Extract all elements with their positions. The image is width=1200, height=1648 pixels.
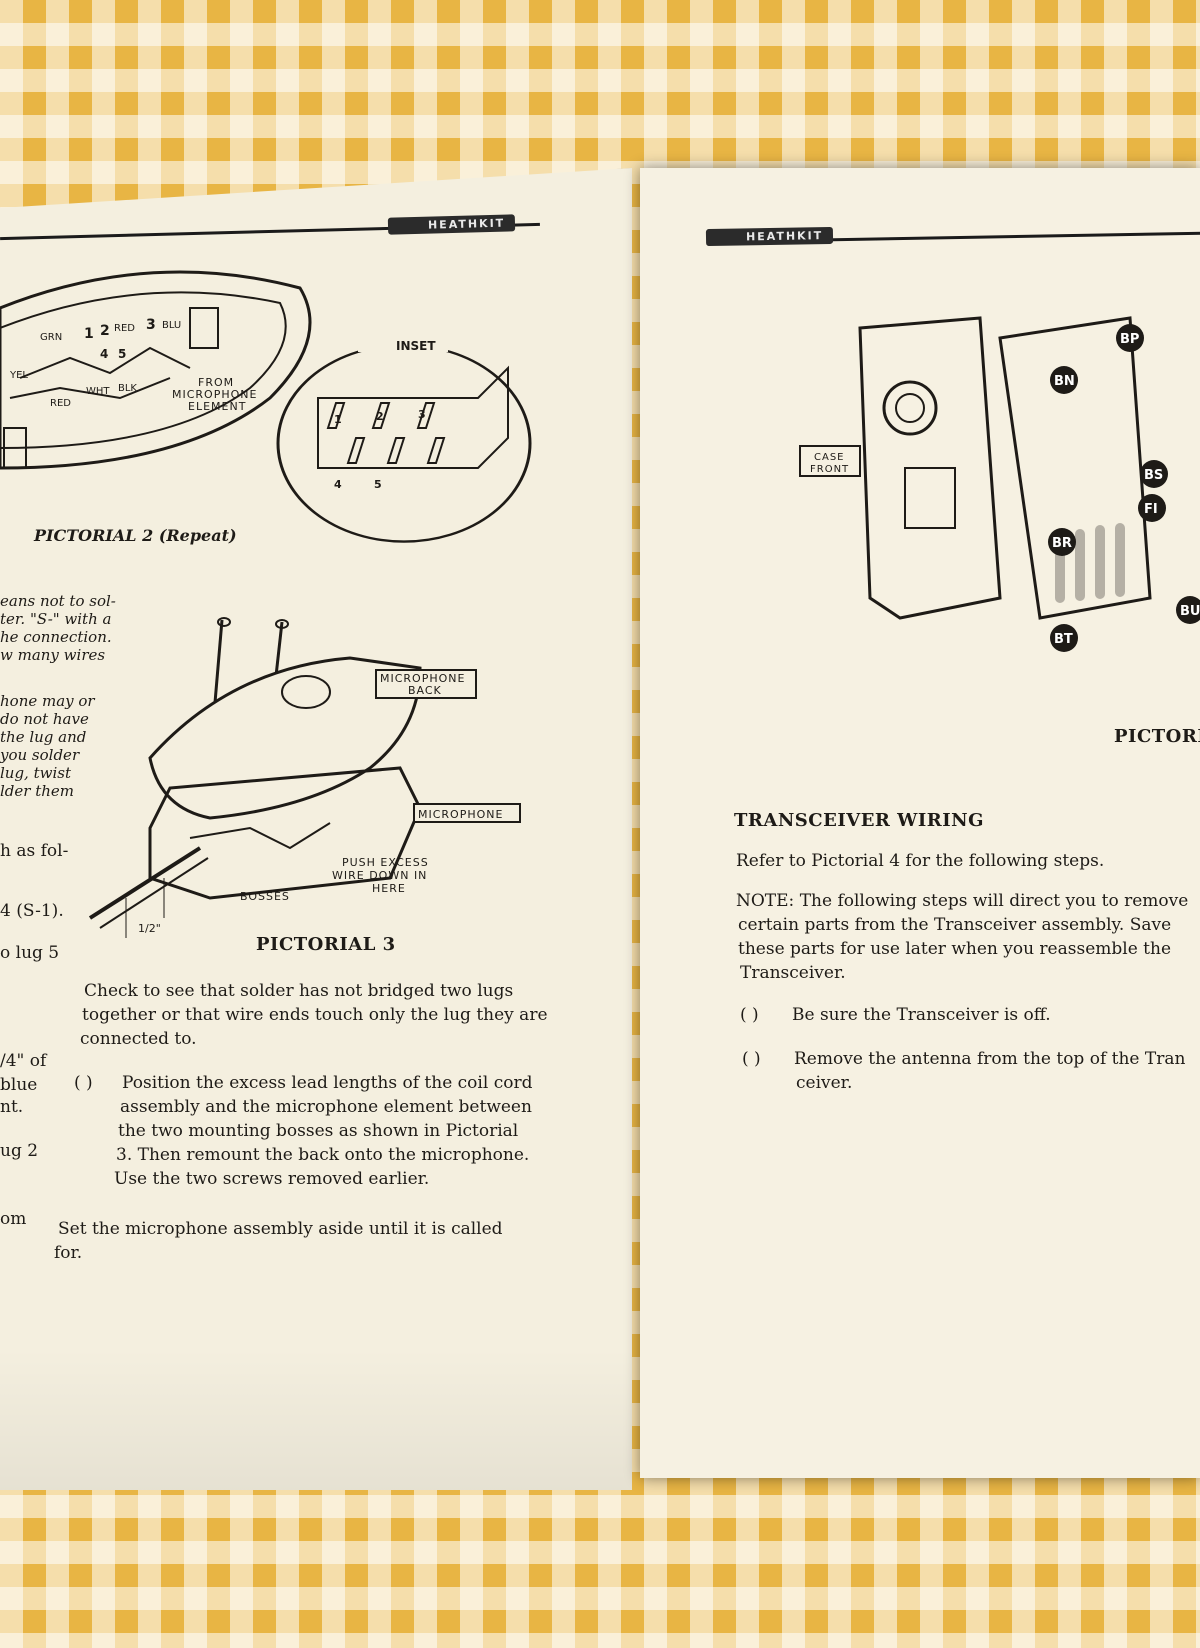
inset-lug-3: 3 <box>418 408 426 421</box>
checkbox-position-step[interactable]: ( ) <box>74 1073 93 1093</box>
inset-lug-1: 1 <box>334 413 342 426</box>
part-label-bt: BT <box>1054 632 1073 647</box>
label-microphone: MICROPHONE <box>418 808 503 821</box>
checkbox-step-2[interactable]: ( ) <box>742 1049 761 1069</box>
lug-label-3: 3 <box>146 317 156 333</box>
margin-fragment: do not have <box>0 710 89 728</box>
wire-label-red: RED <box>114 323 135 334</box>
margin-fragment: 4 (S-1). <box>0 901 64 921</box>
part-label-bu: BU <box>1180 604 1200 619</box>
wire-label-blu: BLU <box>162 320 181 331</box>
label-dimension: 1/2" <box>138 922 161 935</box>
set-aside-line: for. <box>54 1243 83 1263</box>
from-label-element: ELEMENT <box>188 400 246 413</box>
heathkit-logo: HEATHKIT <box>387 214 516 235</box>
margin-fragment: he connection. <box>0 628 112 646</box>
position-step-line: 3. Then remount the back onto the microp… <box>116 1145 530 1165</box>
heathkit-logo: HEATHKIT <box>705 226 834 247</box>
margin-fragment: the lug and <box>0 728 87 746</box>
label-push-excess: PUSH EXCESS <box>342 856 429 869</box>
from-label: FROM <box>198 376 234 389</box>
label-bosses: BOSSES <box>240 890 290 903</box>
part-label-fi: FI <box>1144 502 1158 517</box>
wire-label-yel: YEL <box>9 370 28 381</box>
inset-drawing: INSET 1 2 3 4 5 <box>276 336 532 543</box>
part-label-bn: BN <box>1054 374 1075 389</box>
margin-fragment: nt. <box>0 1097 24 1117</box>
refer-text: Refer to Pictorial 4 for the following s… <box>736 851 1105 871</box>
margin-fragment: /4" of <box>0 1051 47 1071</box>
right-manual-page: HEATHKIT CASE FRONT BP BN BS FI BR BT BU… <box>640 168 1200 1478</box>
wire-label-wht: WHT <box>86 386 110 397</box>
lug-label-1: 1 <box>84 326 94 342</box>
from-label-microphone: MICROPHONE <box>172 388 257 401</box>
inset-label: INSET <box>396 339 436 353</box>
margin-fragment: lug, twist <box>0 764 71 782</box>
inset-lug-4: 4 <box>334 478 342 491</box>
note-line: these parts for use later when you reass… <box>738 939 1172 959</box>
position-step-line: the two mounting bosses as shown in Pict… <box>118 1121 519 1141</box>
pictorial-4-drawing: CASE FRONT BP BN BS FI BR BT BU <box>799 316 1200 652</box>
page-shadow <box>0 1348 632 1490</box>
position-step-line: assembly and the microphone element betw… <box>120 1097 532 1117</box>
checkbox-step-1[interactable]: ( ) <box>740 1005 759 1025</box>
note-line: Transceiver. <box>740 963 846 983</box>
step-1-text: Be sure the Transceiver is off. <box>792 1005 1051 1025</box>
part-label-bs: BS <box>1144 468 1163 483</box>
margin-fragment: you solder <box>0 746 80 764</box>
margin-fragment: hone may or <box>0 692 95 710</box>
margin-fragment: blue <box>0 1075 38 1095</box>
lug-label-5: 5 <box>118 347 126 361</box>
margin-fragment: ter. "S-" with a <box>0 610 112 628</box>
part-label-bp: BP <box>1120 332 1139 347</box>
case-front-label: CASE <box>814 452 845 463</box>
margin-fragment: ug 2 <box>0 1141 39 1161</box>
inset-lug-5: 5 <box>374 478 382 491</box>
check-text-line: Check to see that solder has not bridged… <box>84 981 514 1001</box>
note-line: certain parts from the Transceiver assem… <box>738 915 1172 935</box>
set-aside-line: Set the microphone assembly aside until … <box>58 1219 503 1239</box>
margin-fragment: h as fol- <box>0 841 69 861</box>
margin-fragment: lder them <box>0 782 75 800</box>
wire-label-red-2: RED <box>50 398 71 409</box>
check-text-line: connected to. <box>80 1029 197 1049</box>
pictorial-2-drawing: GRN 1 2 RED 3 BLU YEL 4 5 RED WHT BLK FR… <box>0 270 312 470</box>
label-back: BACK <box>408 684 442 697</box>
lug-label-2: 2 <box>100 323 110 339</box>
wire-label-grn: GRN <box>40 332 62 343</box>
step-2-text: Remove the antenna from the top of the T… <box>794 1049 1186 1069</box>
margin-fragment: o lug 5 <box>0 943 60 963</box>
pictorial-2-caption: PICTORIAL 2 (Repeat) <box>34 526 237 545</box>
margin-fragment: eans not to sol- <box>0 592 116 610</box>
label-wire-down: WIRE DOWN IN <box>332 869 427 882</box>
pictorial-3-drawing: MICROPHONE BACK MICROPHONE PUSH EXCESS W… <box>88 617 521 938</box>
lug-label-4: 4 <box>100 347 108 361</box>
section-heading: TRANSCEIVER WIRING <box>734 810 984 831</box>
label-here: HERE <box>372 882 406 895</box>
pictorial-3-caption: PICTORIAL 3 <box>256 934 396 955</box>
check-text-line: together or that wire ends touch only th… <box>82 1005 548 1025</box>
left-manual-page: HEATHKIT GRN 1 2 RED 3 BLU YEL 4 5 RED W… <box>0 168 632 1490</box>
position-step-line: Use the two screws removed earlier. <box>114 1169 430 1189</box>
margin-fragment: w many wires <box>0 646 106 664</box>
margin-fragment: om <box>0 1209 27 1229</box>
part-label-br: BR <box>1052 536 1072 551</box>
label-microphone-back: MICROPHONE <box>380 672 465 685</box>
note-line: NOTE: The following steps will direct yo… <box>736 891 1189 911</box>
wire-label-blk: BLK <box>118 383 137 394</box>
pictorial-4-caption: PICTORI <box>1114 726 1200 747</box>
case-front-label-2: FRONT <box>810 464 849 475</box>
step-2-text-cont: ceiver. <box>796 1073 853 1093</box>
position-step-line: Position the excess lead lengths of the … <box>122 1073 533 1093</box>
inset-lug-2: 2 <box>376 410 384 423</box>
